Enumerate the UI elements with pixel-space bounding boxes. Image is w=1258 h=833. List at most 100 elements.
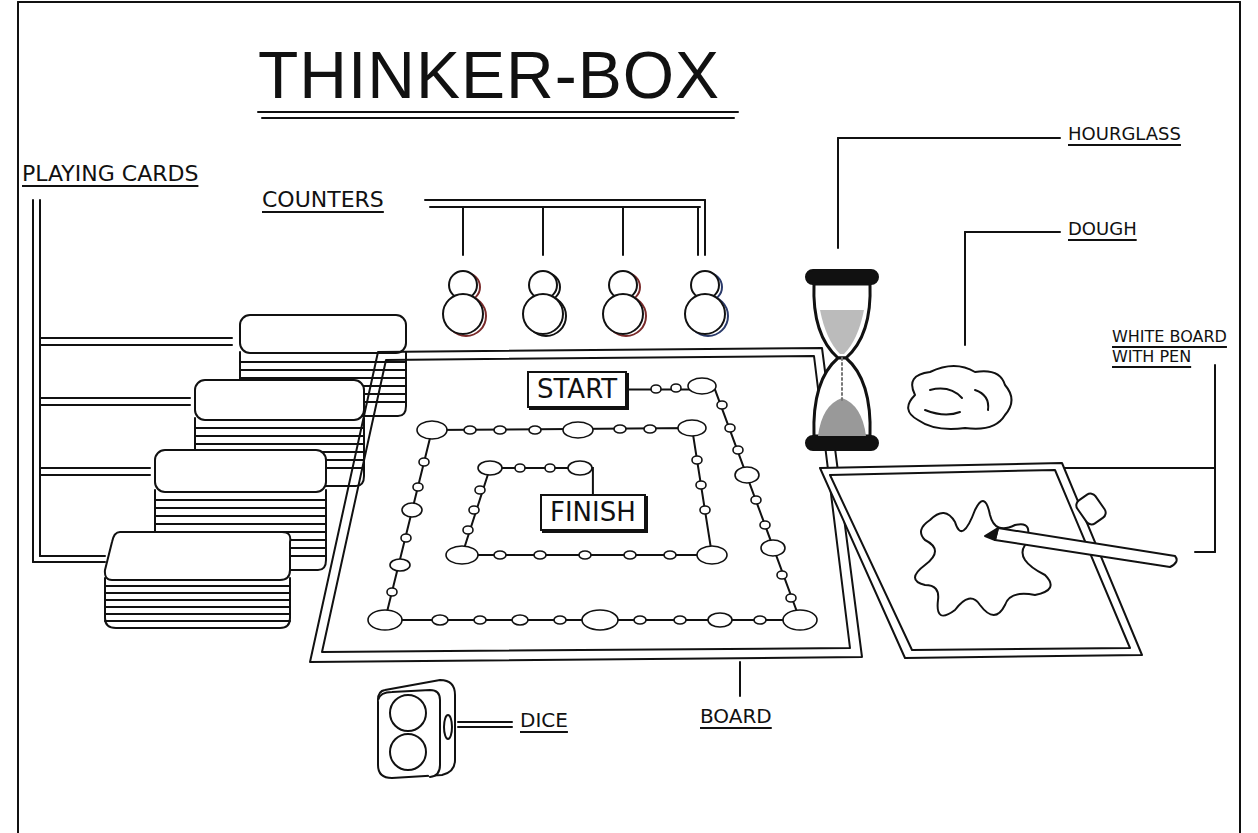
board-track-spaces-part	[419, 458, 429, 466]
part-label: HOURGLASS	[1068, 123, 1238, 146]
playing-card-stacks-part	[105, 578, 290, 628]
dice-illustration-part	[458, 721, 512, 723]
dough-illustration-part	[908, 366, 1011, 429]
diagram-title: THINKER-BOX	[258, 42, 720, 108]
board-space-box: FINISH	[540, 494, 646, 531]
counters-bracket-part	[622, 207, 624, 255]
cards-bracket-part	[40, 555, 105, 557]
hourglass-leader-part	[838, 137, 1060, 139]
counter-pieces-part	[603, 294, 643, 334]
part-label: WHITE BOARD WITH PEN	[1112, 327, 1240, 367]
cards-bracket-part	[40, 344, 232, 346]
board-track-spaces-part	[464, 426, 476, 434]
board-leader	[739, 662, 741, 696]
dough-leader-part	[964, 232, 966, 345]
playing-card-stacks-part	[105, 586, 290, 621]
board-track-spaces-part	[417, 421, 447, 439]
hourglass-leader	[838, 138, 1060, 248]
board-track-spaces-part	[568, 461, 592, 475]
board-track-spaces-part	[697, 546, 727, 564]
board-track-spaces-part	[474, 616, 486, 624]
board-track-spaces-part	[387, 588, 397, 596]
board-track-spaces-part	[554, 616, 566, 624]
board-track-spaces-part	[402, 503, 422, 517]
box-text: START	[537, 374, 617, 405]
board-track-spaces-part	[783, 610, 817, 630]
hourglass-illustration-part	[820, 310, 864, 354]
board-track-spaces-part	[688, 378, 716, 394]
cards-bracket-part	[40, 337, 232, 339]
board-track-spaces-part	[717, 401, 727, 409]
hourglass-illustration-part	[814, 284, 870, 358]
board-track-spaces-part	[390, 559, 410, 571]
part-label: BOARD	[700, 704, 820, 729]
dice-illustration-part	[444, 715, 452, 739]
board-track-spaces-part	[582, 610, 618, 630]
board-track-spaces-part	[671, 384, 681, 392]
game-board-part	[322, 356, 850, 652]
game-board-part	[310, 348, 862, 662]
board-track-spaces-part	[674, 616, 686, 624]
hourglass-illustration-part	[806, 436, 878, 450]
whiteboard-illustration-part	[830, 470, 1130, 650]
board-track-spaces-part	[529, 426, 541, 434]
board-track-spaces-part	[735, 467, 759, 483]
whiteboard-illustration-part	[1074, 491, 1108, 527]
hourglass-illustration-part	[806, 270, 878, 284]
board-track-spaces-part	[651, 385, 661, 393]
cards-bracket-part	[32, 200, 34, 562]
hourglass-illustration-part	[814, 358, 870, 436]
title-underline	[258, 112, 738, 118]
cards-bracket-part	[40, 467, 150, 469]
part-label: PLAYING CARDS	[22, 160, 262, 188]
counters-bracket-part	[425, 199, 705, 201]
counter-pieces-part	[685, 294, 725, 334]
dough-illustration	[908, 366, 1011, 429]
board-leader-part	[739, 662, 741, 696]
whiteboard-illustration-part	[985, 528, 998, 540]
dice-illustration	[378, 680, 512, 778]
dice-illustration-part	[390, 695, 426, 731]
cards-bracket-part	[40, 474, 150, 476]
board-track-spaces-part	[692, 456, 702, 464]
board-track-spaces-part	[634, 616, 646, 624]
board-track-line	[385, 390, 800, 620]
whiteboard-illustration-part	[820, 463, 1142, 658]
whiteboard-bracket-part	[1195, 551, 1215, 553]
board-track-spaces-part	[664, 551, 676, 559]
board-track-spaces-part	[754, 616, 766, 624]
counter-pieces-part	[443, 294, 483, 334]
dice-illustration-part	[390, 734, 426, 770]
board-track-spaces-part	[494, 551, 506, 559]
counters-bracket-part	[704, 200, 706, 255]
counters-bracket-part	[697, 207, 699, 255]
board-track-spaces-part	[545, 464, 555, 472]
cards-bracket-part	[39, 200, 41, 556]
board-track-spaces-part	[751, 496, 761, 504]
dough-illustration-part	[925, 389, 988, 415]
board-track-spaces-part	[624, 551, 636, 559]
box-text: FINISH	[550, 497, 636, 528]
cards-bracket-part	[40, 397, 190, 399]
part-label: COUNTERS	[262, 186, 422, 214]
board-track-spaces-part	[469, 506, 479, 514]
dice-illustration-part	[378, 680, 455, 778]
counters-bracket-part	[542, 207, 544, 255]
board-track-spaces-part	[733, 446, 743, 454]
whiteboard-illustration-part	[915, 501, 1051, 616]
board-track-spaces-part	[760, 521, 770, 529]
game-board	[310, 348, 862, 662]
counters-bracket-part	[430, 206, 700, 208]
dice-illustration-part	[378, 690, 440, 777]
board-track-spaces-part	[512, 615, 528, 625]
cards-bracket-part	[33, 561, 105, 563]
hourglass-illustration-part	[841, 358, 843, 400]
board-track-spaces-part	[725, 424, 735, 432]
board-track-spaces-part	[579, 551, 591, 559]
board-track-spaces-part	[463, 526, 473, 534]
dice-illustration-part	[458, 726, 512, 728]
page-frame-part	[18, 1, 1240, 3]
whiteboard-bracket-part	[1214, 365, 1216, 552]
playing-card-stacks-part	[155, 450, 326, 492]
